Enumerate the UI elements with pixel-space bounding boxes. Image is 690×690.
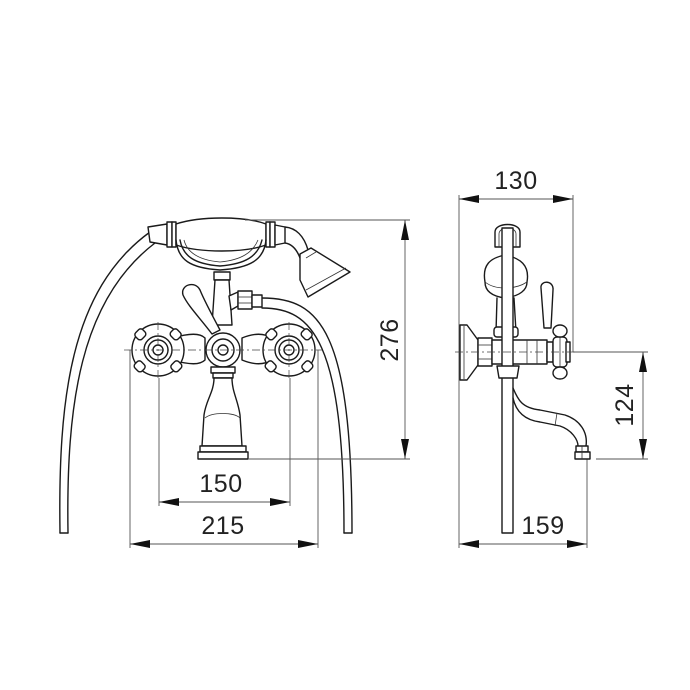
diverter-lever — [181, 283, 221, 335]
dimension-159: 159 — [459, 512, 587, 548]
hand-shower-handset — [147, 217, 351, 298]
side-hose — [501, 227, 514, 534]
dimension-label: 159 — [521, 512, 564, 540]
wall-flange — [459, 324, 479, 381]
shower-hose — [59, 231, 353, 534]
dimension-label: 150 — [199, 470, 242, 498]
dimension-150: 150 — [159, 470, 290, 506]
side-view — [455, 195, 648, 548]
dimension-124: 124 — [611, 352, 647, 459]
dimension-label: 124 — [611, 383, 639, 426]
dimension-215: 215 — [130, 512, 318, 548]
side-diverter-lever — [540, 281, 554, 329]
dimension-130: 130 — [459, 167, 573, 203]
side-spout — [512, 387, 591, 460]
dimension-label: 215 — [201, 512, 244, 540]
dimension-label: 130 — [494, 167, 537, 195]
dimension-276: 276 — [376, 220, 409, 459]
mixer-body — [171, 332, 273, 460]
front-view — [59, 217, 410, 548]
dimension-label: 276 — [376, 318, 404, 361]
diverter-stem — [211, 271, 263, 326]
